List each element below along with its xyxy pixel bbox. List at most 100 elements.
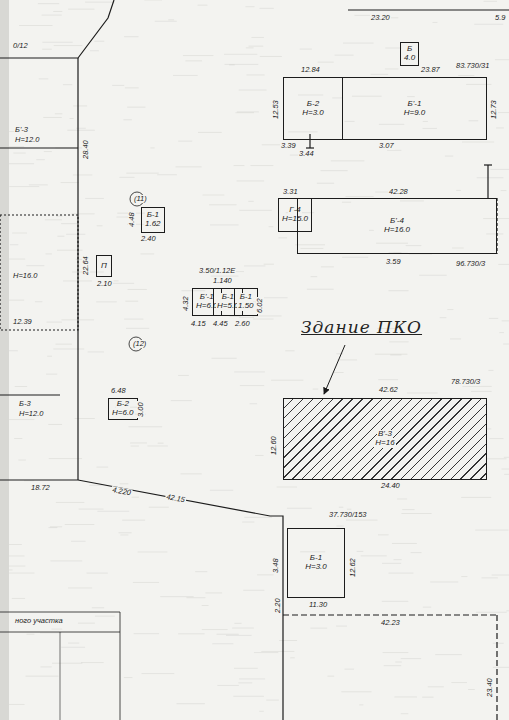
scan-speck	[345, 196, 373, 197]
scan-speck	[401, 513, 431, 514]
scan-speck	[402, 509, 414, 510]
scan-speck	[42, 42, 72, 43]
scan-speck	[461, 497, 491, 498]
dimension-label: 2.40	[140, 235, 157, 243]
scan-speck	[43, 117, 62, 118]
scan-speck	[126, 328, 149, 329]
scan-speck	[160, 596, 194, 597]
scan-speck	[14, 438, 22, 439]
scan-speck	[397, 498, 407, 499]
scan-speck	[38, 3, 59, 4]
dimension-label: 2.10	[96, 280, 113, 288]
scan-speck	[119, 532, 132, 533]
scan-speck	[239, 90, 267, 91]
scan-speck	[247, 74, 265, 75]
scan-speck	[133, 582, 159, 583]
building-height: Н=3.0	[301, 109, 325, 118]
scan-speck	[130, 442, 147, 443]
scan-speck	[49, 527, 58, 528]
scan-speck	[155, 21, 177, 22]
scan-speck	[6, 419, 34, 420]
scan-speck	[452, 248, 463, 249]
scan-speck	[10, 244, 18, 245]
scan-speck	[395, 662, 402, 663]
scan-speck	[385, 68, 399, 69]
hatched-building: В'-3Н=16	[283, 398, 487, 480]
building-outline: Б'-1Н=9.0	[342, 77, 487, 140]
dimension-label: 3.59	[385, 258, 402, 266]
scan-speck	[382, 563, 401, 564]
dimension-label: 11.30	[308, 601, 328, 609]
scan-speck	[26, 265, 44, 266]
scan-speck	[451, 682, 466, 683]
scan-speck	[73, 105, 87, 106]
scan-speck	[128, 426, 162, 427]
scan-speck	[318, 62, 334, 63]
scan-speck	[345, 121, 355, 122]
building-code: Б-2	[306, 100, 320, 109]
dimension-label: (11)	[133, 195, 148, 203]
building-height: Н=16.0	[383, 226, 411, 235]
scan-speck	[300, 551, 325, 552]
scan-speck	[357, 551, 364, 552]
scan-speck	[336, 626, 347, 627]
scan-speck	[142, 673, 175, 674]
building-outline: Б-2Н=3.0	[283, 77, 343, 140]
scan-speck	[112, 85, 124, 86]
dimension-label: 23.87	[420, 66, 441, 74]
scan-speck	[468, 689, 475, 690]
scan-speck	[389, 341, 408, 342]
scan-speck	[39, 78, 48, 79]
scan-speck	[407, 96, 415, 97]
building-height: 4.0	[403, 54, 416, 63]
scan-speck	[310, 628, 327, 629]
dimension-label: 1.140	[212, 277, 233, 285]
scan-speck	[42, 49, 52, 50]
scan-speck	[50, 560, 82, 561]
scan-speck	[271, 380, 303, 381]
scan-speck	[120, 534, 128, 535]
scan-speck	[445, 156, 453, 157]
scan-speck	[390, 355, 401, 356]
scan-speck	[181, 473, 202, 474]
scan-speck	[122, 520, 145, 521]
scan-speck	[168, 19, 174, 20]
scan-speck	[331, 160, 365, 161]
dimension-label: 12.62	[349, 557, 357, 578]
dimension-label: 3.00	[137, 401, 145, 418]
scan-speck	[237, 180, 264, 181]
building-height: 1.50	[237, 302, 255, 311]
scan-speck	[251, 37, 263, 38]
scan-speck	[48, 424, 62, 425]
scan-speck	[19, 25, 52, 26]
scan-speck	[87, 573, 108, 574]
scan-speck	[85, 2, 114, 3]
dimension-label: 12.53	[272, 99, 280, 120]
scan-speck	[435, 654, 462, 655]
scan-speck	[259, 711, 263, 712]
scan-speck	[61, 223, 78, 224]
scan-speck	[239, 678, 265, 679]
scan-speck	[226, 635, 252, 636]
scan-speck	[400, 200, 424, 201]
scan-speck	[94, 41, 104, 42]
dimension-label: 3.48	[272, 557, 280, 574]
scan-speck	[41, 666, 52, 667]
scan-speck	[336, 526, 343, 527]
dimension-label: 12.73	[490, 99, 498, 120]
scan-speck	[260, 56, 282, 57]
scan-speck	[378, 379, 398, 380]
building-code: П	[100, 262, 108, 271]
scan-speck	[97, 511, 129, 512]
scan-speck	[261, 651, 294, 652]
scan-speck	[334, 372, 344, 373]
dimension-label: 3.39	[280, 142, 297, 150]
scan-speck	[176, 166, 202, 167]
scan-speck	[502, 320, 509, 321]
building-code: Б'-1	[407, 100, 423, 109]
scan-speck	[18, 460, 25, 461]
building-code: Б-1	[309, 554, 323, 563]
scan-speck	[89, 485, 102, 486]
scan-speck	[504, 474, 509, 475]
